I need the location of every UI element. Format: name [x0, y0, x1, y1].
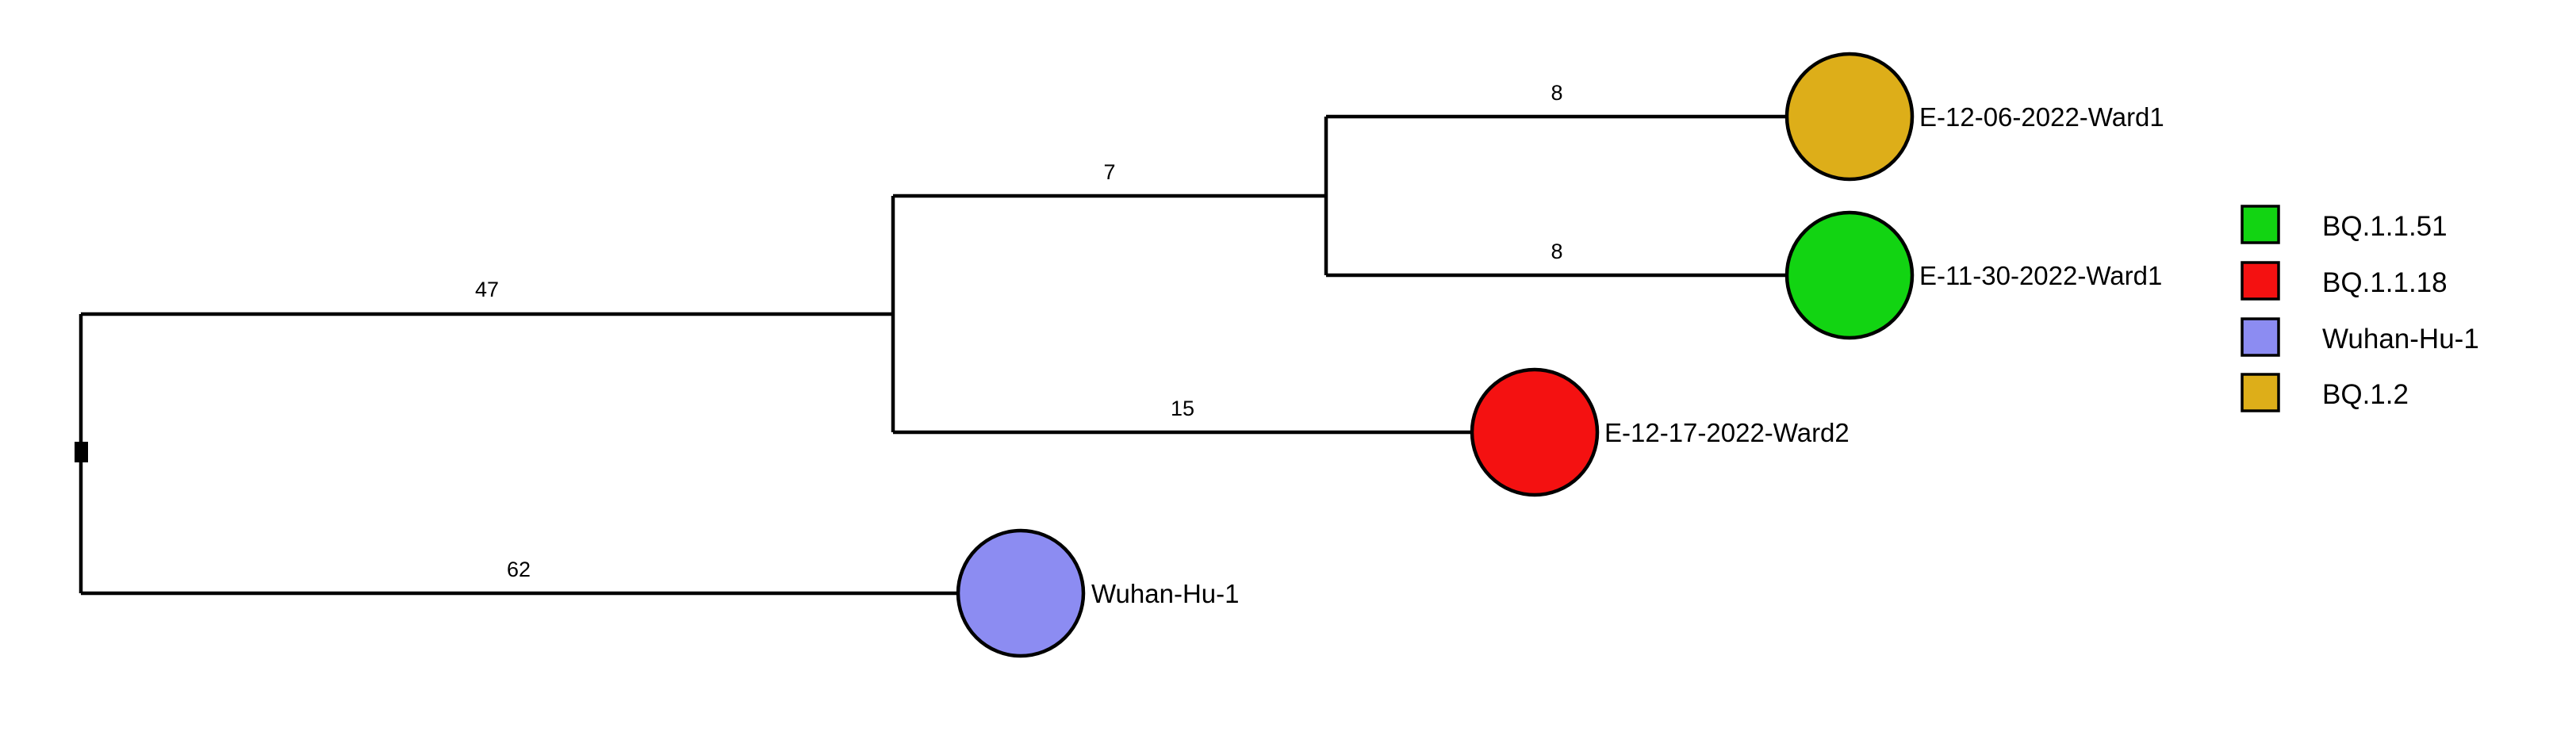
legend-label-bq-1-1-18: BQ.1.1.18	[2322, 267, 2448, 298]
tip-circle-e-11-30-2022-ward1	[1784, 210, 1915, 340]
tip-label-e-12-17-2022-ward2: E-12-17-2022-Ward2	[1604, 418, 1850, 447]
root-node-marker	[75, 442, 88, 462]
tip-circle-wuhan-hu-1	[956, 528, 1086, 658]
tip-circle-e-12-06-2022-ward1	[1784, 52, 1915, 182]
tip-node-e-11-30-2022-ward1: E-11-30-2022-Ward1	[1784, 210, 2162, 340]
legend-swatch-bq-1-2	[2241, 373, 2280, 412]
branch-length-tip-wuhan: 62	[507, 558, 531, 581]
branch-length-tip-e-12-06: 8	[1551, 81, 1562, 105]
legend-swatch-wuhan-hu-1	[2241, 317, 2280, 357]
legend-item-wuhan-hu-1: Wuhan-Hu-1	[2241, 317, 2479, 357]
tip-label-e-11-30-2022-ward1: E-11-30-2022-Ward1	[1919, 261, 2162, 290]
legend-item-bq-1-1-18: BQ.1.1.18	[2241, 261, 2448, 301]
legend-label-bq-1-2: BQ.1.2	[2322, 379, 2409, 410]
legend-swatch-bq-1-1-51	[2241, 205, 2280, 244]
tip-node-e-12-17-2022-ward2: E-12-17-2022-Ward2	[1470, 367, 1850, 497]
legend-label-wuhan-hu-1: Wuhan-Hu-1	[2322, 324, 2479, 355]
legend-item-bq-1-1-51: BQ.1.1.51	[2241, 205, 2448, 244]
legend: BQ.1.1.51 BQ.1.1.18 Wuhan-Hu-1 BQ.1.2	[2241, 205, 2479, 412]
tip-circle-e-12-17-2022-ward2	[1470, 367, 1600, 497]
branch-length-tip-e-11-30: 8	[1551, 240, 1562, 263]
legend-swatch-bq-1-1-18	[2241, 261, 2280, 301]
branch-length-upper-clade: 47	[475, 278, 499, 301]
tip-label-e-12-06-2022-ward1: E-12-06-2022-Ward1	[1919, 102, 2164, 132]
tree-branches	[79, 114, 1789, 596]
legend-item-bq-1-2: BQ.1.2	[2241, 373, 2409, 412]
tip-label-wuhan-hu-1: Wuhan-Hu-1	[1091, 579, 1239, 608]
tip-node-wuhan-hu-1: Wuhan-Hu-1	[956, 528, 1239, 658]
branch-length-tip-e-12-17: 15	[1171, 397, 1194, 420]
legend-label-bq-1-1-51: BQ.1.1.51	[2322, 211, 2448, 242]
tip-node-e-12-06-2022-ward1: E-12-06-2022-Ward1	[1784, 52, 2164, 182]
branch-length-ward1-clade: 7	[1103, 160, 1115, 184]
